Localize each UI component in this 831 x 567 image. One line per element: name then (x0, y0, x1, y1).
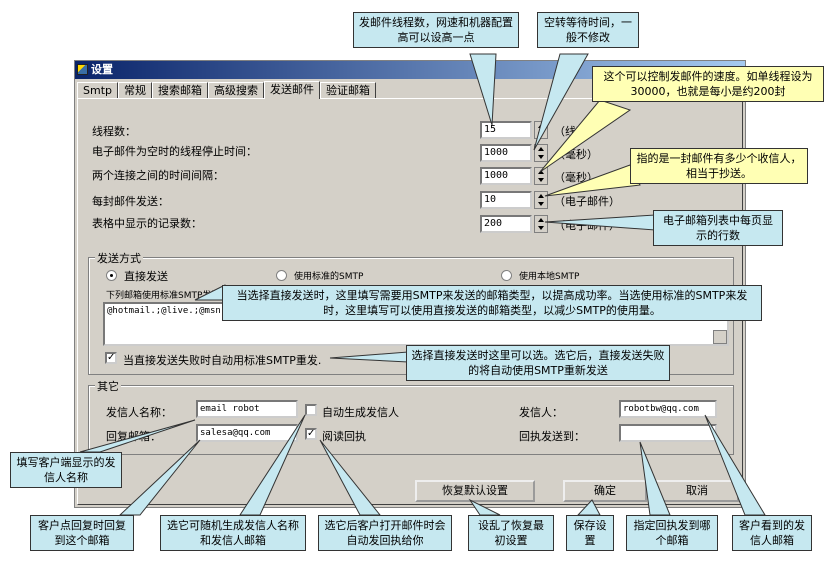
tab-general[interactable]: 常规 (118, 82, 152, 99)
callout-threads: 发邮件线程数，网速和机器配置高可以设高一点 (353, 12, 519, 48)
other-title: 其它 (95, 378, 121, 394)
callout-restore: 设乱了恢复最初设置 (468, 515, 554, 551)
callout-receipt-to: 指定回执发到哪个邮箱 (626, 515, 718, 551)
sender-label: 发信人： (519, 406, 563, 419)
threads-spinner[interactable] (534, 121, 548, 139)
textarea-scroll-down[interactable] (713, 330, 727, 344)
interval-spinner[interactable] (534, 167, 548, 185)
idle-stop-unit: （毫秒） (554, 148, 598, 161)
radio-direct[interactable] (106, 270, 117, 281)
callout-direct: 当选择直接发送时，这里填写需要用SMTP来发送的邮箱类型，以提高成功率。当选使用… (222, 285, 762, 321)
smtp-domains-value: @hotmail.;@live.;@msn. (107, 306, 227, 316)
tab-advanced-search[interactable]: 高级搜索 (208, 82, 264, 99)
rows-label: 表格中显示的记录数： (92, 217, 202, 230)
interval-input[interactable]: 1000 (480, 167, 532, 185)
callout-auto: 选它可随机生成发信人名称和发信人邮箱 (160, 515, 306, 551)
callout-per-mail: 指的是一封邮件有多少个收信人，相当于抄送。 (630, 148, 808, 184)
threads-label: 线程数： (92, 125, 136, 138)
rows-spinner[interactable] (534, 215, 548, 233)
reply-email-input[interactable]: salesa@qq.com (196, 424, 298, 442)
tab-verify-mailbox[interactable]: 验证邮箱 (320, 82, 376, 99)
radio-standard-smtp-label: 使用标准的SMTP (294, 272, 364, 282)
threads-unit: （线程） (554, 125, 598, 138)
radio-local-smtp[interactable] (501, 270, 512, 281)
interval-label: 两个连接之间的时间间隔： (92, 169, 224, 182)
idle-stop-input[interactable]: 1000 (480, 144, 532, 162)
idle-stop-label: 电子邮件为空时的线程停止时间： (92, 145, 257, 158)
idle-stop-spinner[interactable] (534, 144, 548, 162)
auto-sender-checkbox[interactable] (305, 404, 317, 416)
read-receipt-checkbox[interactable]: ✓ (305, 428, 317, 440)
callout-read-receipt: 选它后客户打开邮件时会自动发回执给你 (318, 515, 452, 551)
threads-input[interactable]: 15 (480, 121, 532, 139)
rows-unit: （电子邮件） (554, 219, 620, 232)
callout-sender: 客户看到的发信人邮箱 (732, 515, 812, 551)
radio-local-smtp-label: 使用本地SMTP (519, 272, 580, 282)
rows-input[interactable]: 200 (480, 215, 532, 233)
radio-standard-smtp[interactable] (276, 270, 287, 281)
per-mail-input[interactable]: 10 (480, 191, 532, 209)
receipt-to-input[interactable] (619, 424, 717, 442)
reply-label: 回复邮箱： (106, 430, 161, 443)
interval-unit: （毫秒） (554, 171, 598, 184)
sender-email-input[interactable]: robotbw@qq.com (619, 400, 717, 418)
fallback-label: 当直接发送失败时自动用标准SMTP重发. (123, 354, 322, 367)
radio-direct-label: 直接发送 (124, 270, 168, 283)
smtp-domains-label: 下列邮箱使用标准SMTP发送： (106, 291, 230, 301)
per-mail-label: 每封邮件发送： (92, 195, 169, 208)
callout-fallback: 选择直接发送时这里可以选。选它后，直接发送失败的将自动使用SMTP重新发送 (406, 345, 670, 381)
callout-save: 保存设置 (566, 515, 614, 551)
per-mail-spinner[interactable] (534, 191, 548, 209)
tab-smtp[interactable]: Smtp (77, 82, 118, 99)
auto-sender-label: 自动生成发信人 (322, 406, 399, 419)
sender-name-label: 发信人名称： (106, 406, 172, 419)
tab-strip: Smtp 常规 搜索邮箱 高级搜索 发送邮件 验证邮箱 (77, 81, 376, 99)
ok-button[interactable]: 确定 (563, 480, 647, 502)
read-receipt-label: 阅读回执 (322, 430, 366, 443)
per-mail-unit: （电子邮件） (554, 195, 620, 208)
restore-defaults-button[interactable]: 恢复默认设置 (415, 480, 535, 502)
tab-send-mail[interactable]: 发送邮件 (264, 81, 320, 99)
settings-dialog: 设置 Smtp 常规 搜索邮箱 高级搜索 发送邮件 验证邮箱 线程数： 电子邮件… (74, 60, 746, 508)
app-icon (77, 64, 88, 75)
send-method-title: 发送方式 (95, 250, 143, 266)
callout-speed: 这个可以控制发邮件的速度。如单线程设为30000，也就是每小是约200封 (592, 66, 824, 102)
fallback-checkbox[interactable]: ✓ (105, 352, 117, 364)
window-title: 设置 (91, 63, 113, 76)
callout-reply: 客户点回复时回复到这个邮箱 (30, 515, 134, 551)
callout-idle: 空转等待时间，一般不修改 (537, 12, 639, 48)
callout-rows: 电子邮箱列表中每页显示的行数 (653, 210, 783, 246)
tab-search-mailbox[interactable]: 搜索邮箱 (152, 82, 208, 99)
other-group: 其它 发信人名称： email robot 自动生成发信人 发信人： robot… (88, 378, 734, 455)
callout-sender-name: 填写客户端显示的发信人名称 (10, 452, 122, 488)
cancel-button[interactable]: 取消 (655, 480, 739, 502)
receipt-to-label: 回执发送到： (519, 430, 585, 443)
sender-name-input[interactable]: email robot (196, 400, 298, 418)
